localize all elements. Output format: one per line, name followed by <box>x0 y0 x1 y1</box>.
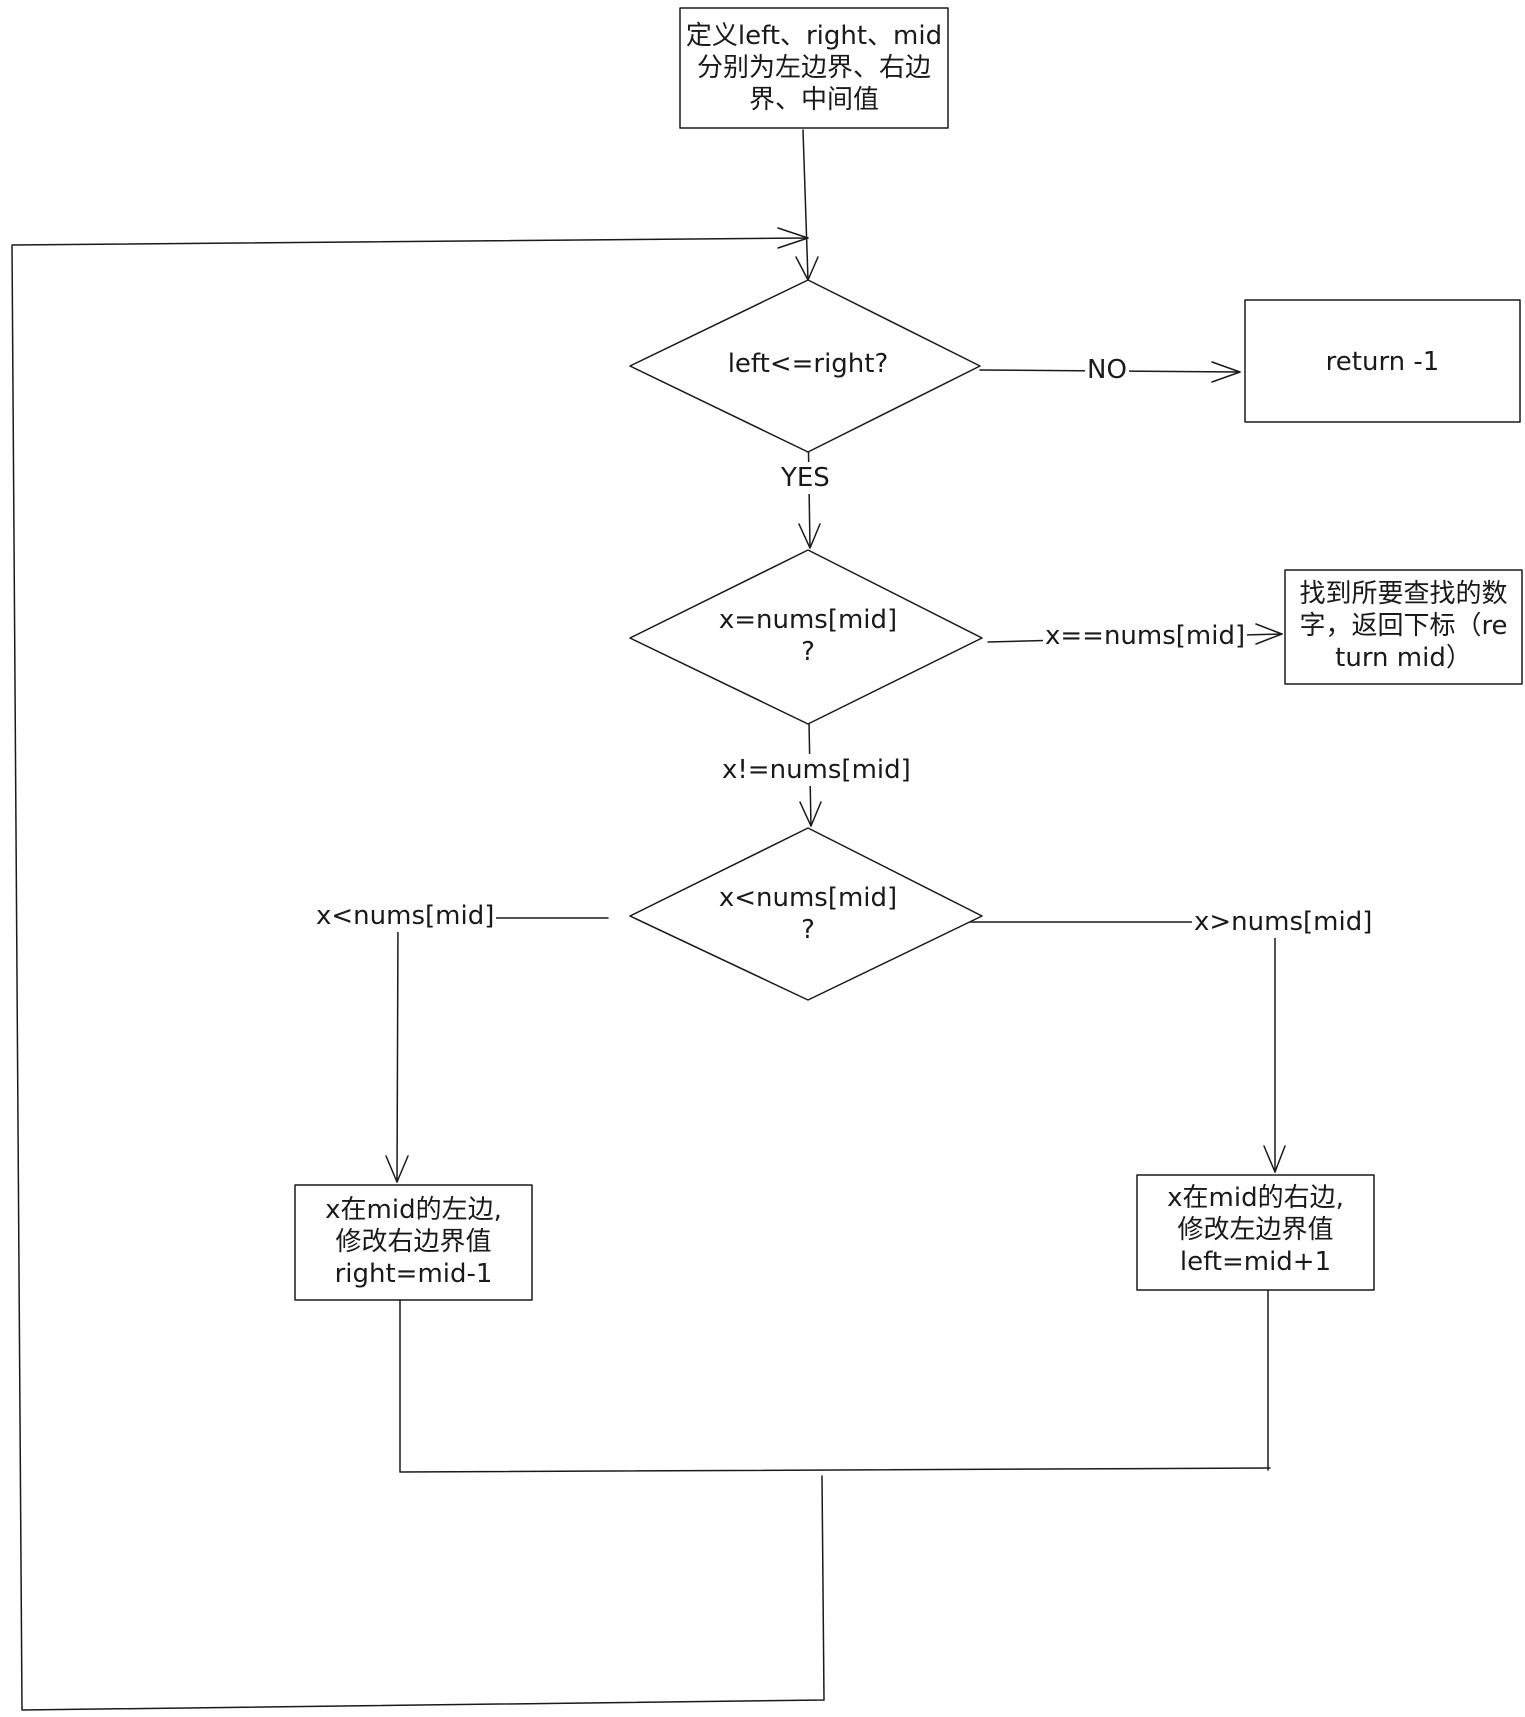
equal-check-label: x=nums[mid] ? <box>718 605 898 667</box>
equal-check-diamond <box>629 549 983 725</box>
edge-init-to-loop <box>802 129 809 281</box>
arrowhead-yes <box>798 523 821 549</box>
arrowhead-less <box>385 1155 409 1183</box>
arrowhead-no <box>1211 361 1241 383</box>
edge-label-greater: x>nums[mid] <box>1192 906 1375 938</box>
edge-label-equal: x==nums[mid] <box>1043 620 1248 652</box>
edge-label-not-equal: x!=nums[mid] <box>720 754 913 786</box>
go-left-label: x在mid的左边, 修改右边界值 right=mid-1 <box>325 1195 502 1289</box>
edge-label-yes: YES <box>779 462 832 494</box>
edge-left-merge <box>399 1297 1271 1473</box>
init-label: 定义left、right、mid 分别为左边界、右边 界、中间值 <box>685 21 943 115</box>
go-right-box <box>1136 1174 1375 1291</box>
edge-greater <box>969 921 1276 1173</box>
less-check-label: x<nums[mid] ? <box>718 883 898 945</box>
init-box <box>679 7 949 129</box>
less-check-diamond <box>629 827 983 1001</box>
edge-less <box>396 917 609 1183</box>
arrowhead-equal <box>1255 623 1283 645</box>
arrowhead-loop-back <box>777 227 809 249</box>
loop-condition-label: left<=right? <box>727 349 889 379</box>
return-fail-box <box>1244 299 1521 423</box>
edge-loop-back <box>11 237 825 1711</box>
edge-label-less: x<nums[mid] <box>314 900 497 932</box>
edge-label-no: NO <box>1085 354 1129 386</box>
arrowhead-not-equal <box>799 801 822 827</box>
found-label: 找到所要查找的数 字，返回下标（re turn mid） <box>1299 579 1508 673</box>
go-right-label: x在mid的右边, 修改左边界值 left=mid+1 <box>1167 1183 1344 1277</box>
loop-condition-diamond <box>629 279 981 453</box>
go-left-box <box>294 1184 533 1301</box>
return-fail-label: return -1 <box>1325 347 1440 377</box>
found-box <box>1284 569 1523 685</box>
arrowhead-greater <box>1263 1145 1286 1173</box>
